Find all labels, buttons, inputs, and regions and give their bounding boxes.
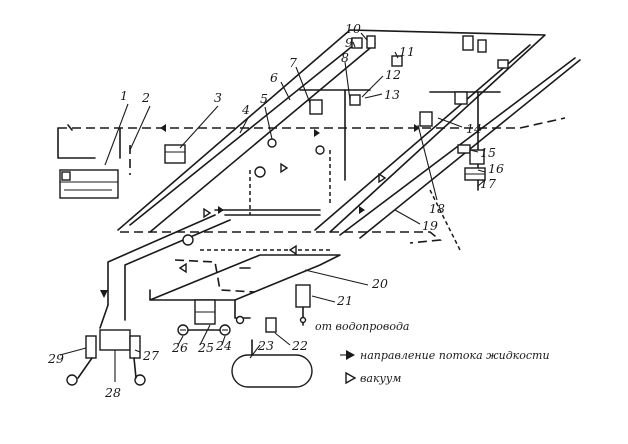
callout-3: 3: [214, 90, 222, 105]
callout-16: 16: [488, 161, 504, 176]
callout-1: 1: [120, 88, 128, 103]
callout-25: 25: [197, 340, 214, 355]
callout-12: 12: [385, 67, 401, 82]
callout-numbers: 1 2 3 4 5 6 7 8 9 10 11 12 13 14 15 16 1…: [47, 21, 504, 400]
vacuum-unit-1: [59, 169, 119, 199]
callout-17: 17: [480, 176, 496, 191]
legend-vacuum-icon: [345, 371, 357, 385]
flow-arrows: [100, 124, 420, 298]
callout-23: 23: [257, 338, 274, 353]
legend: направление потока жидкости вакуум: [340, 349, 550, 385]
water-supply-note: от водопровода: [315, 320, 409, 333]
vacuum-arrows: [178, 162, 387, 274]
legend-flow-label: направление потока жидкости: [360, 349, 550, 362]
callout-13: 13: [384, 87, 400, 102]
callout-21: 21: [336, 293, 353, 308]
callout-8: 8: [341, 50, 349, 65]
collector-manifold: [66, 329, 146, 386]
milk-transport-line: [99, 214, 341, 329]
callout-18: 18: [429, 201, 445, 216]
callout-28: 28: [104, 385, 121, 400]
callout-6: 6: [270, 70, 278, 85]
callout-5: 5: [260, 91, 268, 106]
callout-20: 20: [371, 276, 388, 291]
callout-leaders: [59, 32, 486, 382]
vacuum-line: [58, 117, 566, 293]
callout-2: 2: [141, 90, 150, 105]
legend-flow-icon: [340, 350, 355, 360]
callout-15: 15: [480, 145, 496, 160]
callout-19: 19: [422, 218, 438, 233]
vacuum-pump-circuit: [57, 124, 121, 159]
callout-4: 4: [241, 102, 250, 117]
callout-27: 27: [142, 348, 159, 363]
callout-26: 26: [171, 340, 188, 355]
filter: [295, 284, 311, 326]
callout-24: 24: [215, 338, 232, 353]
callout-10: 10: [345, 21, 361, 36]
callout-14: 14: [466, 121, 482, 136]
milk-line-frame: [117, 29, 581, 239]
callout-9: 9: [345, 35, 353, 50]
gauges: [182, 138, 325, 246]
callout-29: 29: [47, 351, 64, 366]
releaser-unit: [177, 299, 277, 336]
callout-22: 22: [291, 338, 308, 353]
milk-tank: [231, 339, 313, 388]
legend-vacuum-label: вакуум: [360, 372, 401, 385]
callout-7: 7: [289, 55, 297, 70]
milking-units: [309, 35, 509, 127]
callout-11: 11: [399, 44, 415, 59]
